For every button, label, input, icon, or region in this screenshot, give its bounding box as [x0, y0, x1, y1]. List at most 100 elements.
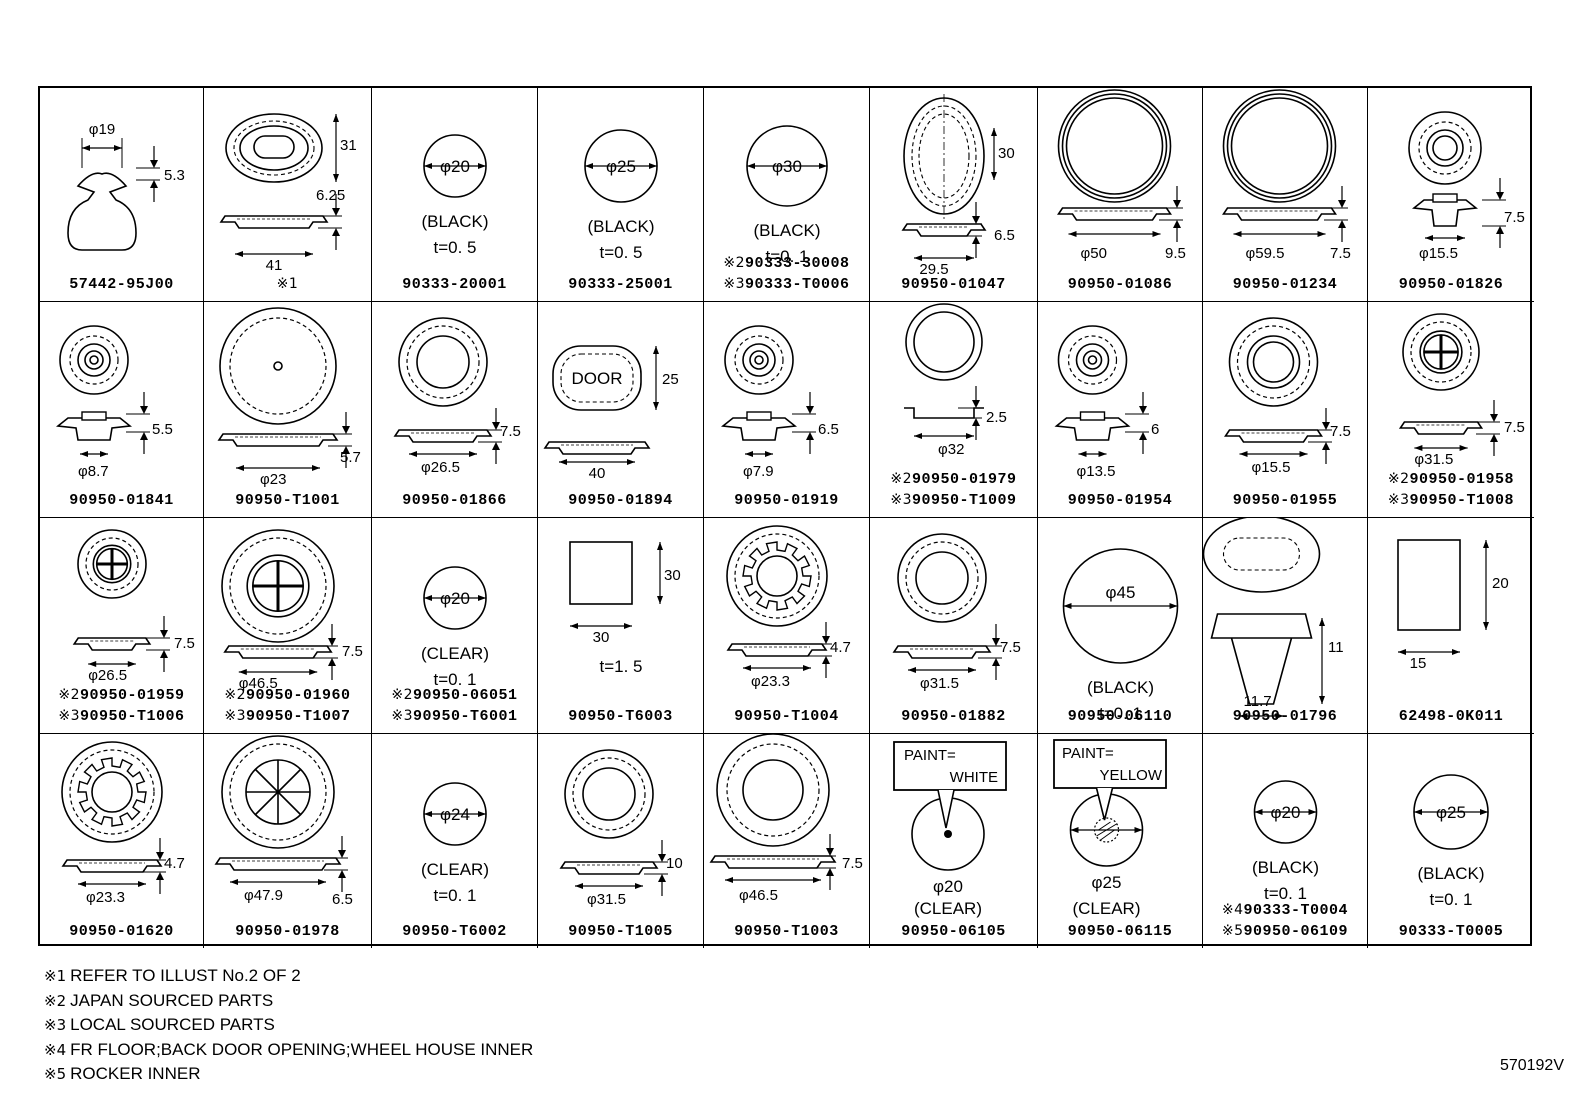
part-drawing: φ45(BLACK)t=0. 1	[1062, 548, 1179, 723]
diameter-label: φ24	[440, 805, 470, 824]
arrowhead	[658, 854, 666, 862]
dimension-label: 7.5	[500, 423, 521, 440]
part-number-block: 90950-01086	[1038, 274, 1202, 295]
part-number-line: 90950-T6002	[372, 921, 537, 942]
footnote-text: JAPAN SOURCED PARTS	[70, 990, 274, 1010]
outline	[77, 529, 147, 599]
arrowhead	[1338, 220, 1346, 228]
part-number: 90950-06110	[1067, 708, 1173, 725]
grommet-profile	[61, 859, 163, 873]
arrowhead	[338, 870, 346, 878]
gear-teeth	[742, 541, 812, 611]
part-number-block: 90950-06110	[1038, 706, 1202, 727]
diameter-label: φ15.5	[1252, 459, 1291, 476]
part-number: 90950-T1005	[568, 923, 673, 940]
diameter-label: φ25	[1436, 803, 1466, 822]
dimension-label: 31	[340, 137, 357, 154]
part-number: 90950-01620	[69, 923, 174, 940]
part-number-line: 57442-95J00	[40, 274, 203, 295]
arrowhead	[745, 451, 773, 457]
outline	[905, 303, 983, 381]
footnote-mark: ※2	[890, 471, 913, 487]
part-number-block: 90950-01826	[1368, 274, 1534, 295]
dimension-label: 20	[1492, 575, 1509, 592]
outline	[1061, 93, 1168, 199]
dimension-label: 7.5	[1330, 423, 1351, 440]
dimension-label: 7.5	[842, 855, 863, 872]
part-number-line: 90950-01919	[704, 490, 869, 511]
cap-profile	[1054, 417, 1131, 441]
part-drawing: φ20(BLACK)t=0. 1	[1252, 780, 1319, 903]
part-number-block: 90950-T1005	[538, 921, 703, 942]
part-number-line: 90950-01234	[1203, 274, 1367, 295]
cap-profile	[55, 417, 133, 441]
arrowhead	[150, 180, 158, 188]
part-number-block: ※290950-01959※390950-T1006	[40, 685, 203, 727]
diameter-label: φ23.3	[751, 673, 790, 690]
part-number-block: 90950-01919	[704, 490, 869, 511]
part-number-block: ※290950-01958※390950-T1008	[1368, 469, 1534, 511]
grommet-outline	[233, 120, 315, 176]
footnote-mark: ※2	[1387, 471, 1410, 487]
part-number: 90950-01978	[235, 923, 340, 940]
dimension-label: 5.5	[152, 421, 173, 438]
dimension-label: 30	[998, 145, 1015, 162]
dimension-label: 10	[666, 855, 683, 872]
grommet-outline	[225, 113, 323, 183]
cap-profile	[720, 417, 798, 441]
arrowhead	[1490, 414, 1498, 422]
cap-boss	[1079, 411, 1106, 421]
part-number-line: ※290950-06051	[372, 685, 537, 706]
part-number: 90950-01955	[1232, 492, 1338, 509]
arrowhead	[822, 636, 830, 644]
part-number-line: 90950-06110	[1038, 706, 1202, 727]
outline	[756, 555, 798, 597]
note-text: (BLACK)	[1417, 864, 1484, 883]
plug-head	[1203, 518, 1321, 593]
dimension-label: 7.5	[1330, 245, 1351, 262]
footnote-mark: ※4	[44, 1040, 67, 1059]
part-number-line: ※490333-T0004	[1203, 900, 1367, 921]
footnote-mark: ※3	[58, 708, 81, 724]
diameter-label: φ31.5	[1414, 451, 1453, 468]
paint-label: PAINT=	[904, 747, 956, 764]
part-number-block: 90333-20001	[372, 274, 537, 295]
grommet-profile	[393, 429, 493, 443]
dimension-label: φ19	[89, 121, 115, 138]
arrowhead	[743, 665, 811, 671]
arrowhead	[972, 236, 980, 244]
outline	[1228, 317, 1319, 407]
outline	[229, 743, 327, 841]
part-number: 90950-T1001	[235, 492, 340, 509]
outline	[1087, 355, 1098, 365]
part-number-block: 90333-25001	[538, 274, 703, 295]
arrowhead	[972, 216, 980, 224]
arrowhead	[1173, 220, 1181, 228]
diameter-label: φ47.9	[244, 887, 283, 904]
outline	[84, 350, 104, 370]
outline	[246, 554, 310, 618]
part-number: 90333-T0004	[1243, 902, 1349, 919]
arrowhead	[826, 868, 834, 876]
arrowhead	[156, 852, 164, 860]
grommet-profile	[1398, 421, 1484, 435]
clip-body	[67, 172, 137, 251]
part-number-line: 90950-01620	[40, 921, 203, 942]
part-number-line: ※390950-T1009	[870, 490, 1037, 511]
part-number-block: 90950-06105	[870, 921, 1037, 942]
part-number-line: ※390950-T6001	[372, 706, 537, 727]
outline	[89, 355, 99, 365]
part-number: 90950-01959	[80, 687, 185, 704]
outline	[221, 735, 335, 849]
outline	[1246, 335, 1301, 389]
